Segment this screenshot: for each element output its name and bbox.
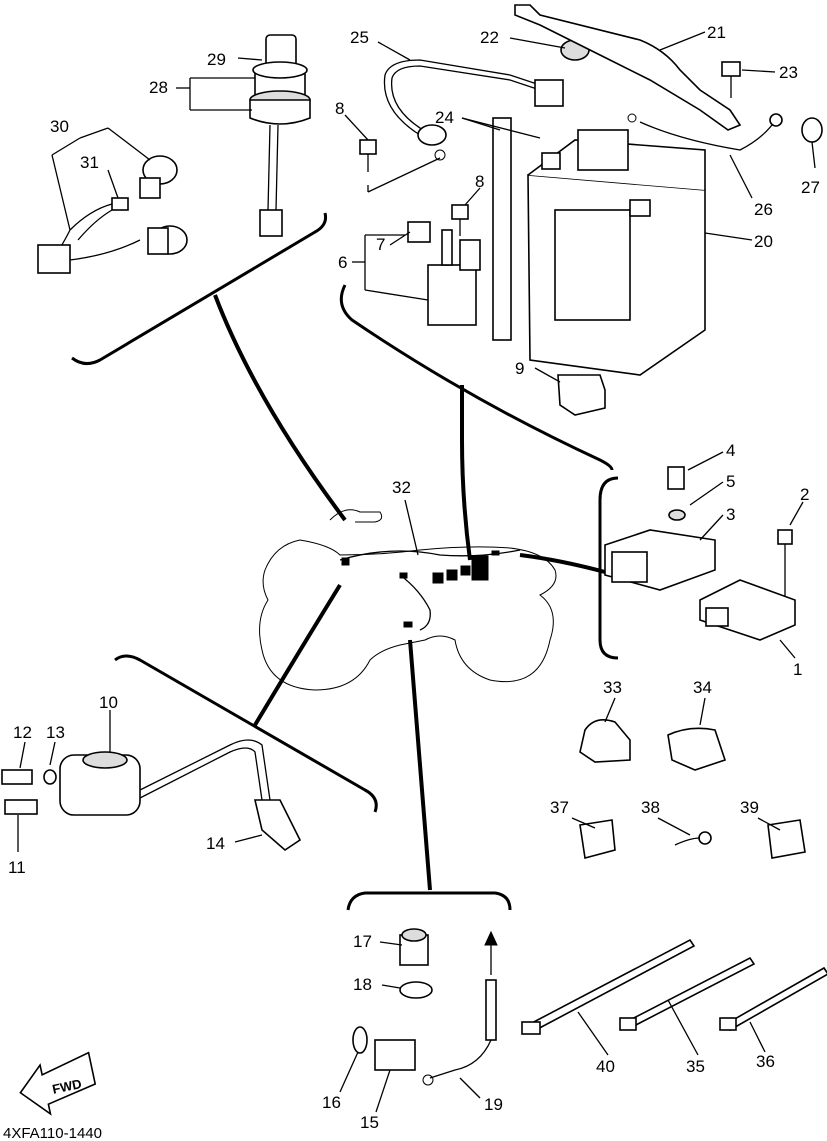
pipe-part bbox=[492, 117, 512, 341]
label-17: 17 bbox=[353, 932, 372, 951]
starter-relay-part bbox=[407, 221, 481, 326]
label-11: 11 bbox=[8, 858, 26, 877]
label-38: 38 bbox=[641, 798, 660, 817]
label-3: 3 bbox=[726, 505, 735, 524]
label-6: 6 bbox=[338, 253, 347, 272]
label-31: 31 bbox=[80, 153, 99, 172]
bolt-23-part bbox=[721, 61, 741, 98]
cdi-unit-part bbox=[699, 529, 796, 641]
sensor-part bbox=[37, 155, 188, 274]
sensor-parts-bottom bbox=[352, 928, 498, 1086]
label-19: 19 bbox=[484, 1095, 503, 1114]
label-13: 13 bbox=[46, 723, 65, 742]
label-26: 26 bbox=[754, 200, 773, 219]
label-35: 35 bbox=[686, 1057, 705, 1076]
label-16: 16 bbox=[322, 1093, 341, 1112]
lead-26-part bbox=[627, 113, 783, 151]
label-23: 23 bbox=[779, 63, 798, 82]
leader-lines bbox=[17, 31, 816, 1113]
bolt-27-part bbox=[801, 117, 823, 143]
label-14: 14 bbox=[206, 834, 225, 853]
label-28: 28 bbox=[149, 78, 168, 97]
label-30: 30 bbox=[50, 117, 69, 136]
label-37: 37 bbox=[550, 798, 569, 817]
group-borders bbox=[71, 212, 619, 911]
connector-lines bbox=[213, 294, 606, 891]
ignition-coil-part bbox=[1, 739, 302, 852]
diagram-code: 4XFA110-1440 bbox=[3, 1125, 102, 1141]
cable-tie-parts bbox=[521, 938, 827, 1035]
label-36: 36 bbox=[756, 1052, 775, 1071]
label-21: 21 bbox=[707, 23, 726, 42]
label-22: 22 bbox=[480, 28, 499, 47]
label-33: 33 bbox=[603, 678, 622, 697]
main-switch-part bbox=[249, 34, 311, 237]
label-9: 9 bbox=[515, 359, 524, 378]
label-34: 34 bbox=[693, 678, 712, 697]
clamp-parts bbox=[579, 719, 806, 860]
label-5: 5 bbox=[726, 472, 735, 491]
label-10: 10 bbox=[99, 693, 118, 712]
bracket-part bbox=[514, 4, 742, 131]
rectifier-part bbox=[604, 466, 716, 591]
vehicle-silhouette bbox=[259, 509, 557, 691]
callout-labels: 1 2 3 4 5 6 7 8 8 9 10 11 12 13 14 15 16… bbox=[8, 23, 820, 1132]
label-8-upper: 8 bbox=[335, 99, 344, 118]
label-1: 1 bbox=[793, 660, 802, 679]
label-25: 25 bbox=[350, 28, 369, 47]
fwd-arrow-icon: FWD bbox=[19, 1051, 97, 1116]
label-27: 27 bbox=[801, 178, 820, 197]
label-4: 4 bbox=[726, 441, 735, 460]
label-40: 40 bbox=[596, 1057, 615, 1076]
relay-9-part bbox=[557, 374, 606, 416]
battery-part bbox=[527, 129, 706, 376]
label-7: 7 bbox=[376, 235, 385, 254]
label-24: 24 bbox=[435, 108, 454, 127]
label-20: 20 bbox=[754, 232, 773, 251]
label-29: 29 bbox=[207, 50, 226, 69]
label-12: 12 bbox=[13, 723, 32, 742]
bolt-8-parts bbox=[359, 139, 469, 236]
label-39: 39 bbox=[740, 798, 759, 817]
label-32: 32 bbox=[392, 478, 411, 497]
lead-part bbox=[383, 59, 564, 161]
label-18: 18 bbox=[353, 975, 372, 994]
fwd-label: FWD bbox=[51, 1076, 83, 1097]
label-8-lower: 8 bbox=[475, 172, 484, 191]
label-2: 2 bbox=[800, 485, 809, 504]
label-15: 15 bbox=[360, 1113, 379, 1132]
